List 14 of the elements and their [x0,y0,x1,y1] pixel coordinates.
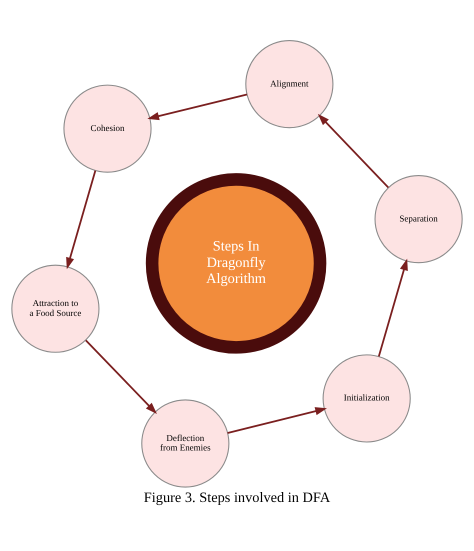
node-circle: Initialization [322,354,411,443]
node-circle: Attraction to a Food Source [11,264,100,353]
node-circle: Cohesion [63,84,152,173]
arrow [147,94,248,120]
arrow [66,170,96,270]
node-circle: Separation [374,175,463,264]
arrow [227,407,327,434]
arrow [318,114,389,188]
arrow [85,340,157,414]
node-circle: Alignment [245,40,334,128]
node-circle: Deflection from Enemies [141,399,230,488]
arrow [378,258,408,357]
node-circle: Steps In Dragonfly Algorithm [146,173,326,354]
caption: Figure 3. Steps involved in DFA [144,490,330,506]
